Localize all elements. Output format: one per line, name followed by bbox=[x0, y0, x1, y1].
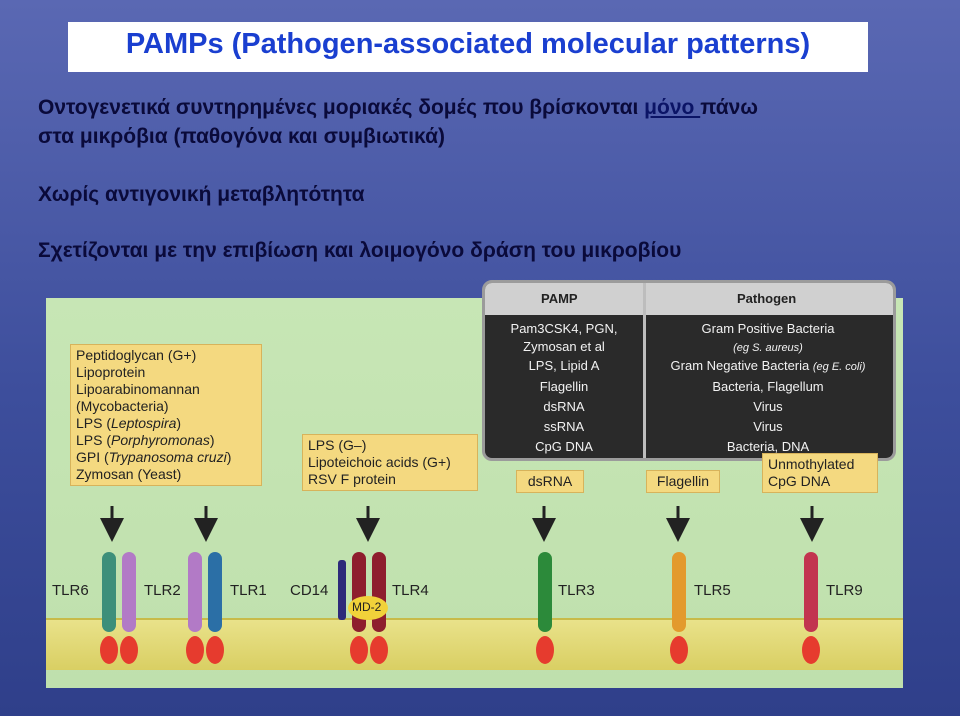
cell-pathogen: Virus bbox=[753, 419, 783, 434]
cell-pathogen: Gram Positive Bacteria bbox=[701, 321, 835, 336]
bullet-survival: Σχετίζονται με την επιβίωση και λοιμογόν… bbox=[38, 239, 682, 262]
table-row: CpG DNA Bacteria, DNA bbox=[485, 439, 893, 458]
bullet-1-underlined: μόνο bbox=[644, 96, 701, 119]
bullet-1-text-a: Οντογενετικά συντηρημένες μοριακές δομές… bbox=[38, 96, 645, 119]
ligand-line: Unmothylated bbox=[768, 456, 855, 472]
ligand-line: dsRNA bbox=[527, 473, 573, 489]
ligand-line: Peptidoglycan (G+) bbox=[76, 347, 197, 363]
ligand-line: Lipoprotein bbox=[76, 364, 146, 380]
ligand-line: Zymosan (Yeast) bbox=[76, 466, 182, 482]
cell-pathogen: Virus bbox=[753, 399, 783, 414]
tlr2-receptor bbox=[120, 552, 204, 664]
ligand-text: LPS ( bbox=[76, 415, 112, 431]
cell-pamp: Zymosan et al bbox=[523, 339, 605, 354]
table-row: LPS, Lipid A Gram Negative Bacteria (eg … bbox=[485, 358, 893, 378]
label-tlr9: TLR9 bbox=[826, 582, 863, 599]
tlr6-receptor bbox=[100, 552, 118, 664]
cell-pathogen: (eg S. aureus) bbox=[733, 342, 803, 354]
ligand-species: Porphyromonas bbox=[111, 432, 210, 448]
ligand-text: LPS ( bbox=[76, 432, 112, 448]
ligand-text: ) bbox=[226, 449, 232, 465]
ligand-line: Lipoarabinomannan bbox=[76, 381, 200, 397]
ligand-species: Leptospira bbox=[111, 415, 177, 431]
ligand-line: (Mycobacteria) bbox=[76, 398, 169, 414]
label-tlr4: TLR4 bbox=[392, 582, 429, 599]
receptor-diagram bbox=[100, 506, 824, 664]
label-tlr2: TLR2 bbox=[144, 582, 181, 599]
tlr3-receptor bbox=[536, 552, 554, 664]
ligand-box-tlr3: dsRNA bbox=[516, 470, 584, 493]
cell-pathogen: Gram Negative Bacteria bbox=[670, 358, 810, 373]
page-title: PAMPs (Pathogen-associated molecular pat… bbox=[125, 28, 811, 60]
tlr-figure: PAMP Pathogen Pam3CSK4, PGN, Gram Positi… bbox=[46, 280, 903, 688]
table-row: Pam3CSK4, PGN, Gram Positive Bacteria bbox=[485, 321, 893, 341]
cell-pamp: Flagellin bbox=[539, 379, 589, 394]
ligand-box-tlr5: Flagellin bbox=[646, 470, 720, 493]
table-row: ssRNA Virus bbox=[485, 419, 893, 439]
label-md2: MD-2 bbox=[352, 600, 382, 614]
label-cd14: CD14 bbox=[290, 582, 329, 599]
cell-pathogen-note: (eg E. coli) bbox=[812, 361, 866, 373]
ligand-line: GPI (Trypanosoma cruzi) bbox=[76, 449, 256, 466]
table-divider bbox=[643, 283, 646, 458]
tlr1-receptor bbox=[206, 552, 224, 664]
header-pamp: PAMP bbox=[541, 291, 578, 306]
table-row: Zymosan et al (eg S. aureus) bbox=[485, 339, 893, 359]
label-tlr5: TLR5 bbox=[694, 582, 731, 599]
cell-pathogen: Bacteria, DNA bbox=[726, 439, 810, 454]
cell-pamp: CpG DNA bbox=[535, 439, 593, 454]
ligand-species: Trypanosoma cruzi bbox=[108, 449, 227, 465]
md2-protein bbox=[348, 596, 388, 620]
table-header: PAMP Pathogen bbox=[485, 283, 893, 315]
ligand-text: ) bbox=[176, 415, 182, 431]
ligand-line: RSV F protein bbox=[308, 471, 396, 487]
ligand-line: LPS (G–) bbox=[308, 437, 367, 453]
ligand-text: ) bbox=[209, 432, 215, 448]
label-tlr6: TLR6 bbox=[52, 582, 89, 599]
ligand-line: CpG DNA bbox=[768, 473, 831, 489]
ligand-line: LPS (Leptospira) bbox=[76, 415, 256, 432]
label-tlr1: TLR1 bbox=[230, 582, 267, 599]
title-box: PAMPs (Pathogen-associated molecular pat… bbox=[68, 22, 868, 72]
tlr5-receptor bbox=[670, 552, 688, 664]
ligand-box-tlr9: Unmothylated CpG DNA bbox=[762, 453, 878, 493]
cd14-receptor bbox=[338, 560, 346, 620]
ligand-line: Flagellin bbox=[656, 473, 710, 489]
bullet-1-text-b: πάνω bbox=[700, 96, 759, 119]
ligand-text: GPI ( bbox=[76, 449, 109, 465]
label-tlr3: TLR3 bbox=[558, 582, 595, 599]
ligand-box-tlr4: LPS (G–) Lipoteichoic acids (G+) RSV F p… bbox=[302, 434, 478, 491]
cell-pamp: ssRNA bbox=[543, 419, 585, 434]
header-pathogen: Pathogen bbox=[737, 291, 797, 306]
bullet-no-variability: Χωρίς αντιγονική μεταβλητότητα bbox=[38, 183, 365, 206]
bullet-conserved: Οντογενετικά συντηρημένες μοριακές δομές… bbox=[38, 93, 938, 151]
ligand-line: Lipoteichoic acids (G+) bbox=[308, 454, 451, 470]
cell-pathogen: Bacteria, Flagellum bbox=[712, 379, 824, 394]
table-row: dsRNA Virus bbox=[485, 399, 893, 419]
tlr9-receptor bbox=[802, 552, 820, 664]
bullet-1-line-2: στα μικρόβια (παθογόνα και συμβιωτικά) bbox=[38, 125, 445, 148]
pamp-pathogen-table: PAMP Pathogen Pam3CSK4, PGN, Gram Positi… bbox=[482, 280, 896, 461]
cell-pamp: dsRNA bbox=[543, 399, 585, 414]
ligand-line: LPS (Porphyromonas) bbox=[76, 432, 256, 449]
cell-pamp: Pam3CSK4, PGN, bbox=[510, 321, 618, 336]
cell-pamp: LPS, Lipid A bbox=[528, 358, 600, 373]
ligand-box-tlr2: Peptidoglycan (G+) Lipoprotein Lipoarabi… bbox=[70, 344, 262, 486]
table-row: Flagellin Bacteria, Flagellum bbox=[485, 379, 893, 399]
